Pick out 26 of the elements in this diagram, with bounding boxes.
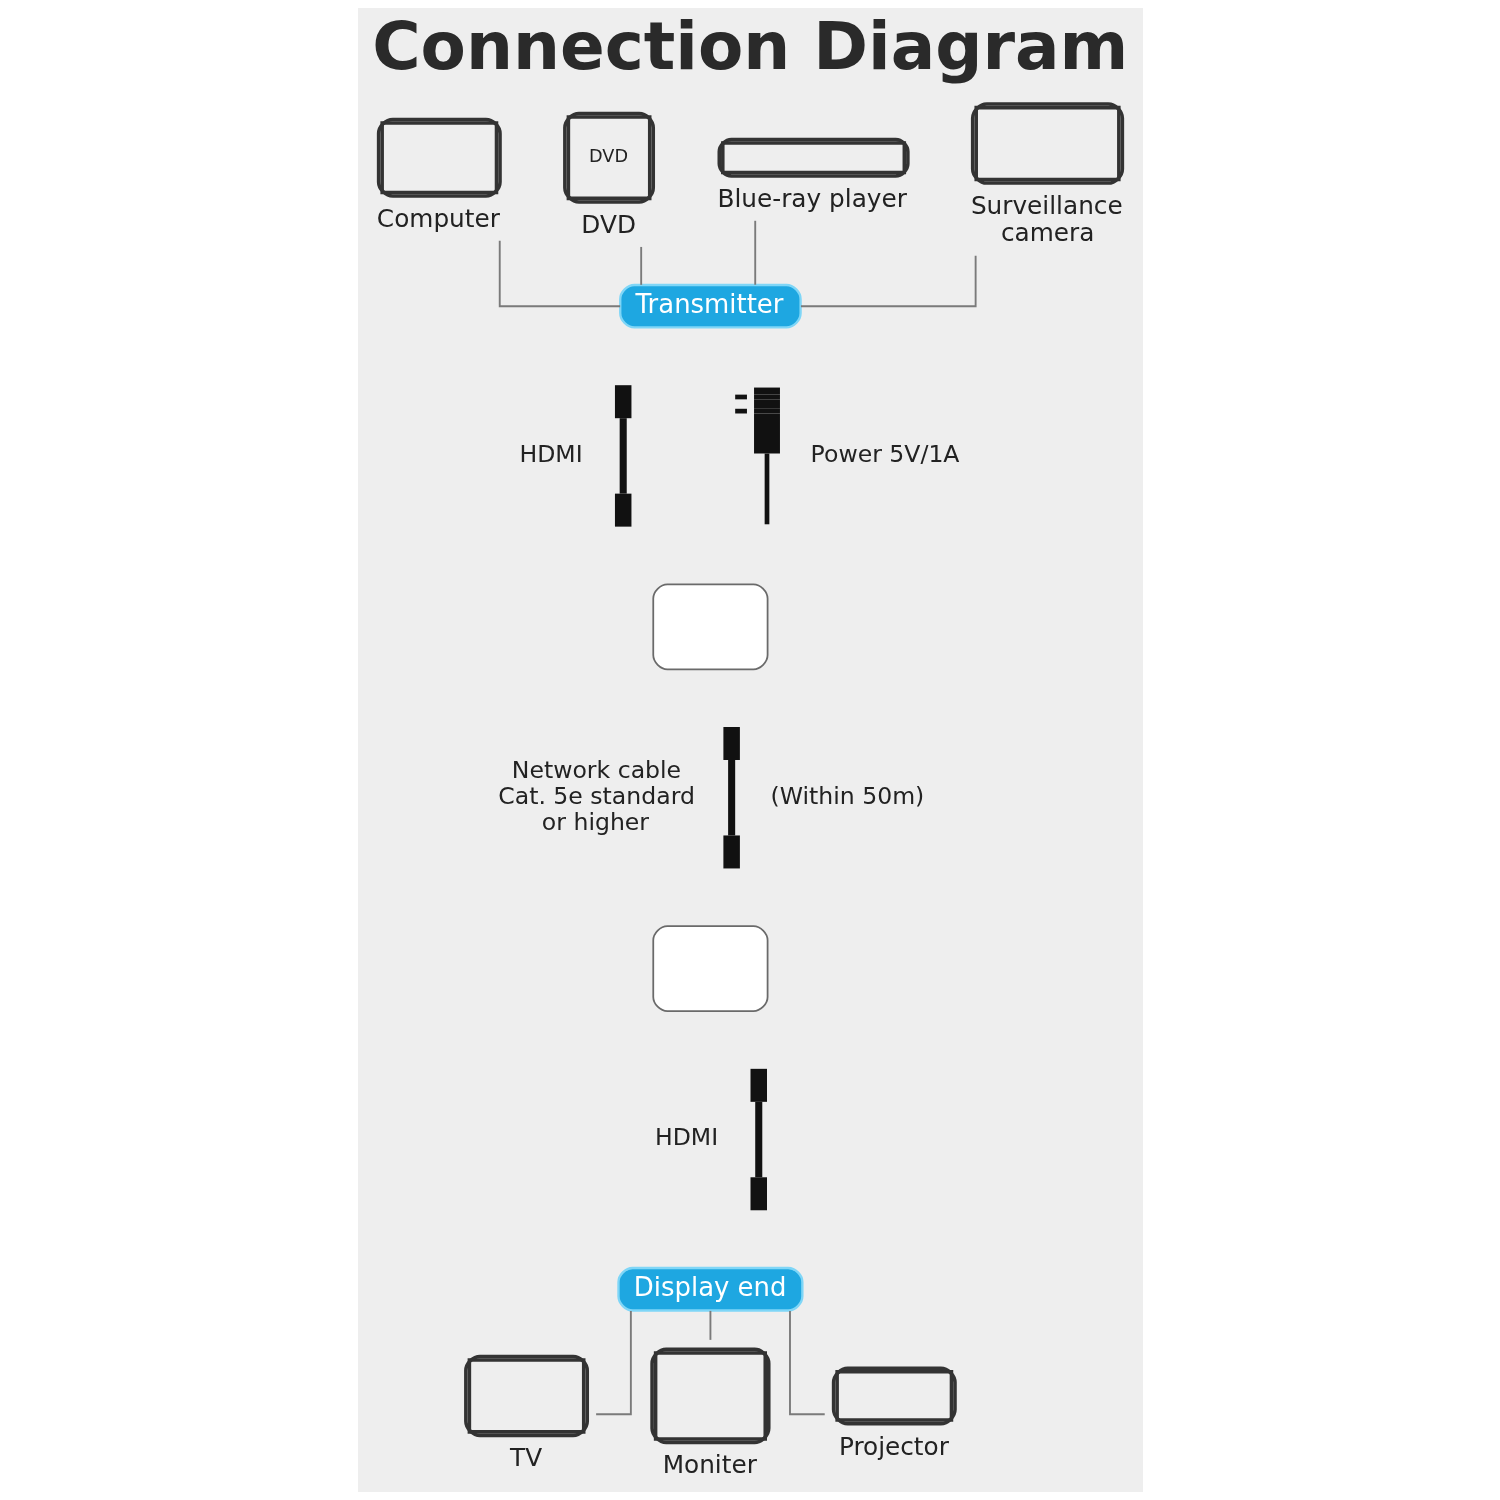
node-label: DVD (580, 209, 636, 239)
node-box (463, 1354, 589, 1438)
node-label: HDMI (518, 439, 583, 468)
node-box (649, 1347, 771, 1445)
node-label: Computer (376, 204, 500, 234)
connector (594, 1310, 632, 1416)
node-box: Display end (616, 1266, 804, 1312)
connector (708, 1309, 711, 1341)
diagram-title: Connection Diagram (371, 8, 1128, 86)
connector (753, 219, 756, 286)
node-label: Projector (838, 1431, 949, 1461)
node-box (651, 925, 768, 1012)
node-label: TV (509, 1443, 542, 1473)
node-label: Surveillance camera (970, 191, 1123, 248)
node-label: Moniter (662, 1450, 757, 1480)
connector (498, 239, 621, 308)
node-box: Transmitter (618, 283, 802, 329)
node-label: (Within 50m) (770, 781, 924, 810)
node-label: Power 5V/1A (810, 439, 959, 468)
node-label: Network cable Cat. 5e standard or higher (497, 755, 695, 836)
connector (788, 1310, 826, 1416)
connector (799, 254, 977, 308)
connector (639, 246, 642, 286)
node-label: HDMI (654, 1123, 718, 1152)
node-box (651, 583, 768, 671)
node-label: Blue-ray player (717, 183, 907, 213)
